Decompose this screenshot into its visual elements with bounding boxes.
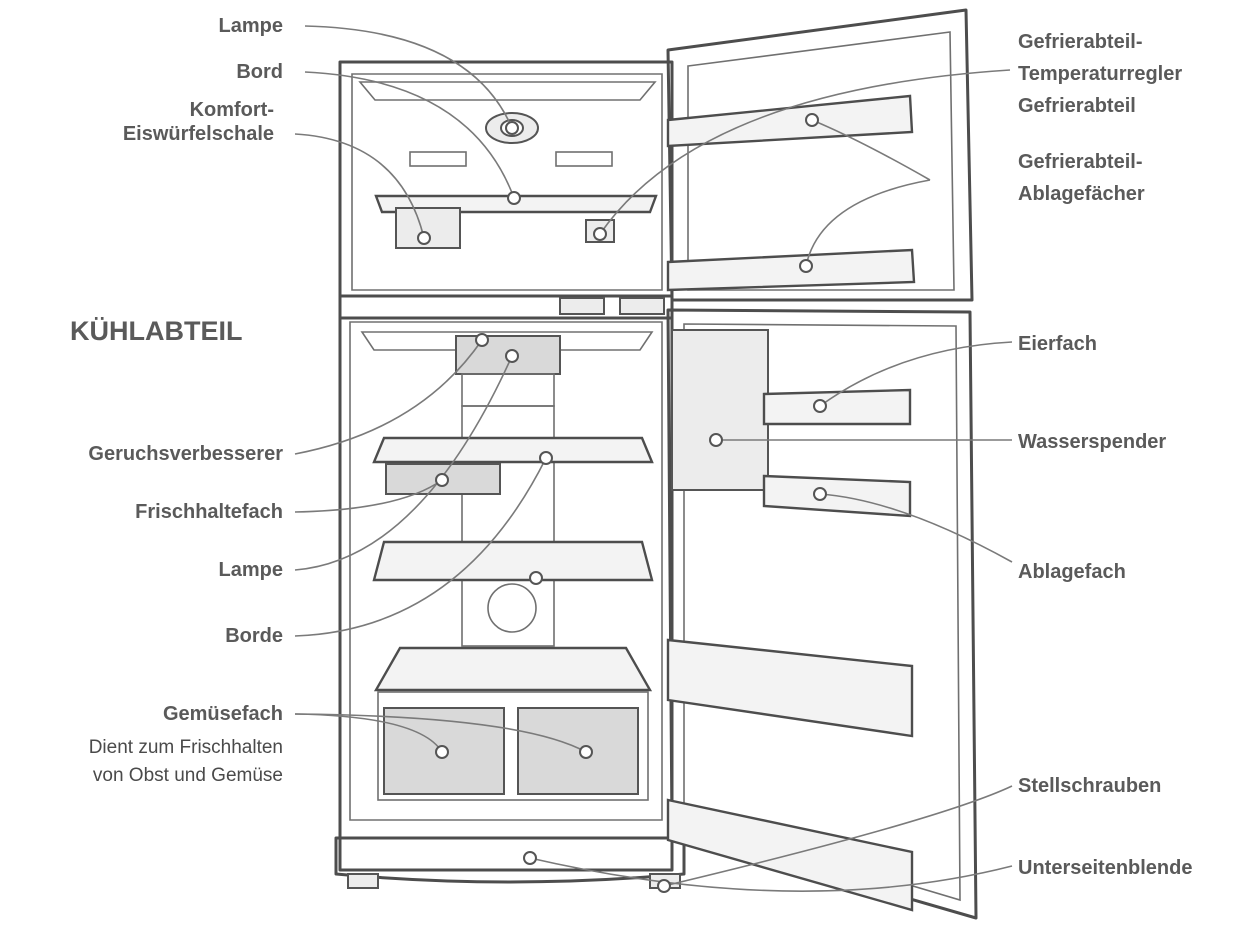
freezer-door-rack-2 <box>666 248 916 292</box>
leader-lines <box>294 25 1013 892</box>
callout-dots <box>417 113 827 893</box>
crisper-right <box>517 707 639 795</box>
label-wasserspender: Wasserspender <box>1018 431 1167 453</box>
label-unterseitenblende: Unterseitenblende <box>1018 857 1193 879</box>
bottom-cover <box>334 836 686 884</box>
label-gefrier-line2: Temperaturregler <box>1018 63 1183 85</box>
fridge-door <box>666 308 978 920</box>
label-ablage-line2: Ablagefächer <box>1018 183 1145 205</box>
fridge-lamp <box>487 583 537 633</box>
label-lampe-top: Lampe <box>218 15 283 37</box>
fresh-compartment <box>385 463 501 495</box>
label-gemuesefach: Gemüsefach <box>162 703 283 725</box>
label-stellschrauben: Stellschrauben <box>1018 775 1162 797</box>
egg-rack <box>762 388 912 426</box>
freezer-door <box>666 8 974 302</box>
label-ablage-line1: Gefrierabteil- <box>1018 151 1143 173</box>
label-geruchsverbesserer: Geruchsverbesserer <box>88 443 283 465</box>
label-eierfach: Eierfach <box>1018 333 1097 355</box>
label-borde: Borde <box>225 625 283 647</box>
label-gefrier-line3: Gefrierabteil <box>1018 95 1136 117</box>
label-kuehlabteil: KÜHLABTEIL <box>70 316 243 346</box>
label-frischhaltefach: Frischhaltefach <box>135 501 283 523</box>
label-ablagefach: Ablagefach <box>1018 561 1126 583</box>
label-gefrier-line1: Gefrierabteil- <box>1018 31 1143 53</box>
crisper-cover <box>373 646 653 692</box>
door-rack-lower <box>666 638 914 738</box>
label-bord: Bord <box>236 61 283 83</box>
label-lampe-bottom: Lampe <box>218 559 283 581</box>
label-gemuesefach-desc2: von Obst und Gemüse <box>92 765 283 786</box>
fridge-shelf-1 <box>372 436 654 464</box>
control-panel <box>559 297 605 315</box>
leveling-foot-left <box>347 873 379 889</box>
label-gemuesefach-desc1: Dient zum Frischhalten <box>88 737 283 758</box>
label-komfort-line1: Komfort- <box>189 99 274 121</box>
water-dispenser <box>671 329 769 491</box>
label-komfort-line2: Eiswürfelschale <box>122 123 274 145</box>
fridge-shelf-2 <box>372 540 654 582</box>
freezer-door-rack-1 <box>666 94 914 148</box>
